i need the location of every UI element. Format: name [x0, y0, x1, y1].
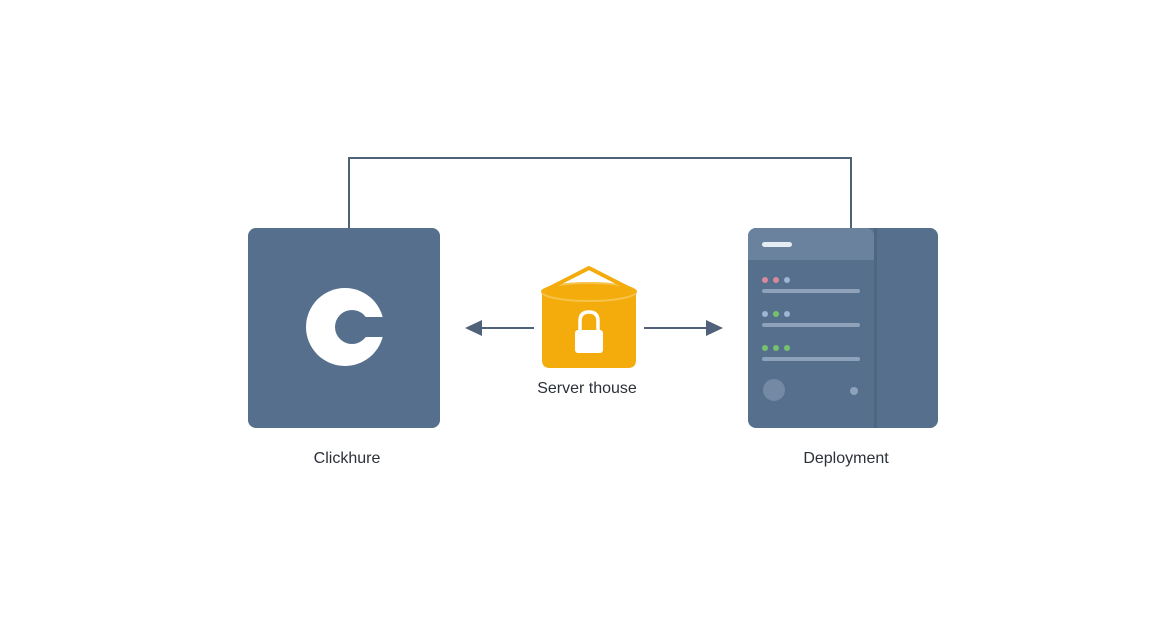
left-node-label: Clickhure: [313, 450, 381, 467]
lock-icon: [575, 310, 603, 353]
left-arrow: [465, 320, 534, 336]
panel-title-bar: [762, 242, 792, 247]
c-logo-icon: [306, 288, 392, 366]
top-connector-line: [348, 157, 852, 228]
panel-row-3: [762, 345, 860, 361]
panel-row-1: [762, 277, 860, 293]
right-node[interactable]: [748, 228, 938, 428]
panel-divider: [874, 228, 877, 428]
left-node[interactable]: [248, 228, 440, 428]
right-arrow: [644, 320, 723, 336]
panel-avatar: [763, 379, 785, 401]
panel-status-dot: [850, 387, 858, 395]
center-node-label: Server thouse: [537, 380, 637, 397]
right-node-label: Deployment: [803, 450, 889, 467]
panel-row-2: [762, 311, 860, 327]
center-node[interactable]: [541, 266, 637, 368]
